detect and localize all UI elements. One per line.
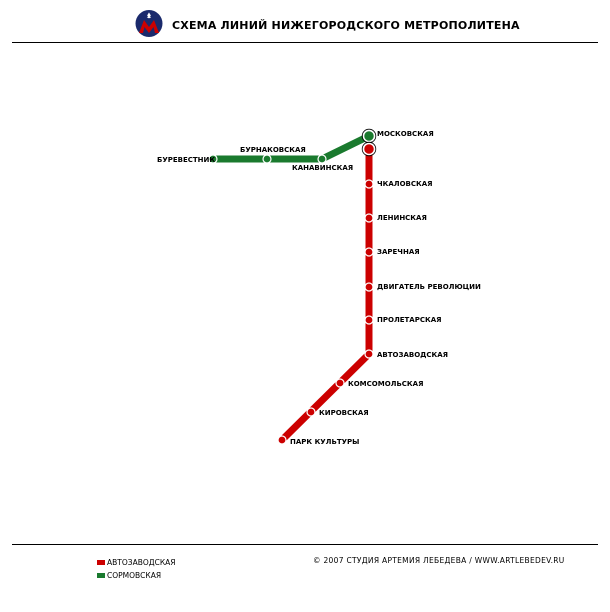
- station-proletarskaya[interactable]: [364, 315, 374, 325]
- header-divider: [12, 42, 598, 43]
- label-proletarskaya: ПРОЛЕТАРСКАЯ: [377, 316, 442, 324]
- label-burevestnik: БУРЕВЕСТНИК: [157, 156, 215, 164]
- station-ring: [361, 141, 377, 157]
- label-dvigatel: ДВИГАТЕЛЬ РЕВОЛЮЦИИ: [377, 283, 481, 291]
- legend: АВТОЗАВОДСКАЯ СОРМОВСКАЯ: [97, 556, 176, 582]
- station-park-kultury[interactable]: [277, 435, 287, 445]
- copyright[interactable]: © 2007 СТУДИЯ АРТЕМИЯ ЛЕБЕДЕВА / WWW.ART…: [313, 556, 565, 565]
- label-avtozavodskaya: АВТОЗАВОДСКАЯ: [377, 351, 448, 359]
- label-zarechnaya: ЗАРЕЧНАЯ: [377, 248, 420, 256]
- label-burnakovskaya: БУРНАКОВСКАЯ: [240, 146, 306, 154]
- label-leninskaya: ЛЕНИНСКАЯ: [377, 214, 427, 222]
- station-chkalovskaya[interactable]: [364, 179, 374, 189]
- station-kirovskaya[interactable]: [306, 407, 316, 417]
- station-leninskaya[interactable]: [364, 213, 374, 223]
- header: СХЕМА ЛИНИЙ НИЖЕГОРОДСКОГО МЕТРОПОЛИТЕНА: [0, 0, 610, 42]
- footer-divider: [12, 544, 598, 545]
- station-zarechnaya[interactable]: [364, 247, 374, 257]
- station-burevestnik[interactable]: [208, 154, 218, 164]
- station-dvigatel[interactable]: [364, 282, 374, 292]
- label-kanavinskaya: КАНАВИНСКАЯ: [292, 164, 353, 172]
- page-title: СХЕМА ЛИНИЙ НИЖЕГОРОДСКОГО МЕТРОПОЛИТЕНА: [172, 19, 520, 32]
- green-swatch: [97, 573, 105, 578]
- red-swatch: [97, 560, 105, 565]
- station-moskovskaya-red[interactable]: [362, 142, 376, 156]
- label-chkalovskaya: ЧКАЛОВСКАЯ: [377, 180, 433, 188]
- metro-logo-icon: [135, 10, 163, 37]
- station-burnakovskaya[interactable]: [262, 154, 272, 164]
- station-komsomolskaya[interactable]: [335, 378, 345, 388]
- label-komsomolskaya: КОМСОМОЛЬСКАЯ: [348, 380, 423, 388]
- station-moskovskaya-green[interactable]: [362, 129, 376, 143]
- legend-label: АВТОЗАВОДСКАЯ: [107, 558, 176, 567]
- legend-label: СОРМОВСКАЯ: [107, 571, 162, 580]
- legend-item-avtozavodskaya: АВТОЗАВОДСКАЯ: [97, 556, 176, 569]
- label-kirovskaya: КИРОВСКАЯ: [319, 409, 369, 417]
- label-moskovskaya: МОСКОВСКАЯ: [377, 130, 434, 138]
- station-avtozavodskaya[interactable]: [364, 349, 374, 359]
- station-kanavinskaya[interactable]: [317, 154, 327, 164]
- avtozavodskaya-line: [278, 145, 373, 444]
- label-park-kultury: ПАРК КУЛЬТУРЫ: [290, 438, 359, 446]
- legend-item-sormovskaya: СОРМОВСКАЯ: [97, 569, 176, 582]
